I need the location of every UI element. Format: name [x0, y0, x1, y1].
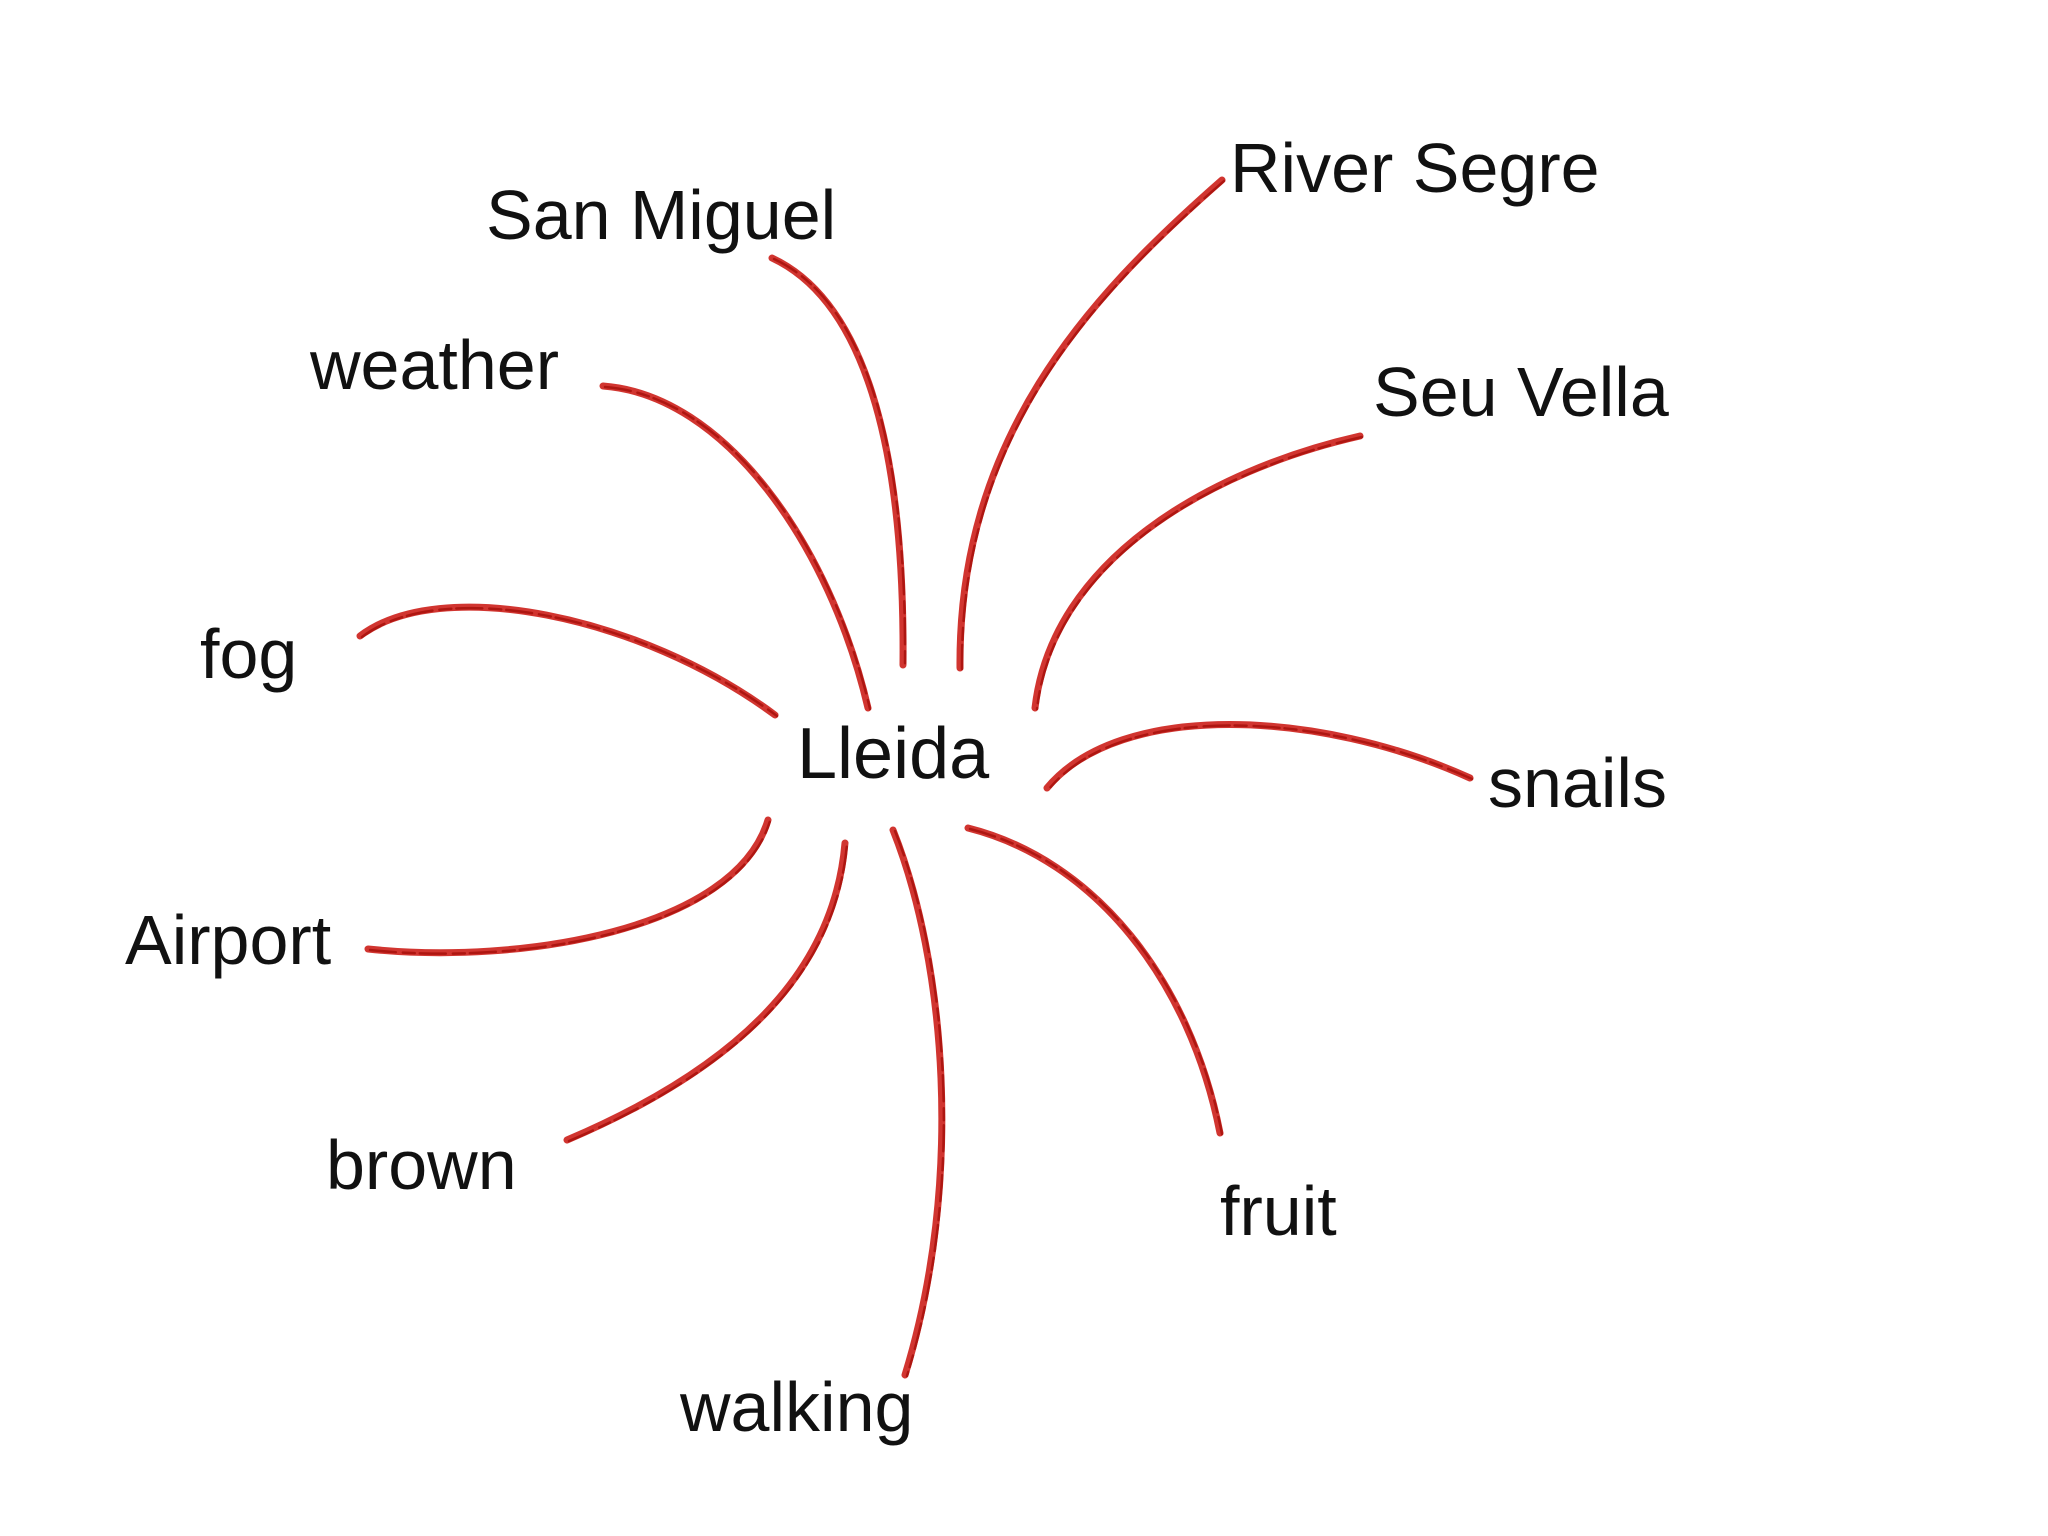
branch-line-walking [889, 826, 946, 1379]
branch-label-snails: snails [1488, 744, 1667, 822]
branch-line-texture-fruit [968, 827, 1224, 1136]
branch-line-river-segre [956, 176, 1226, 672]
branch-label-walking: walking [680, 1368, 914, 1446]
branch-line-texture-fog [360, 606, 779, 718]
branch-label-weather: weather [310, 326, 560, 404]
branch-label-san-miguel: San Miguel [486, 176, 837, 254]
branch-label-fruit: fruit [1220, 1172, 1337, 1250]
branch-line-texture-weather [603, 385, 872, 711]
branch-label-seu-vella: Seu Vella [1373, 353, 1669, 431]
branch-label-airport: Airport [125, 901, 332, 979]
branch-line-texture-snails [1047, 724, 1474, 791]
branch-label-fog: fog [200, 615, 298, 693]
branch-line-texture-seu-vella [1035, 435, 1364, 711]
branch-line-snails [1043, 721, 1474, 792]
branch-line-texture-airport [368, 819, 772, 955]
center-label: Lleida [797, 714, 990, 794]
branch-line-seu-vella [1031, 432, 1364, 712]
branch-line-fruit [964, 824, 1224, 1137]
branch-line-texture-river-segre [960, 179, 1226, 671]
branch-line-texture-san-miguel [772, 257, 907, 668]
branch-line-brown [563, 839, 849, 1144]
branch-line-weather [599, 382, 872, 712]
branch-label-river-segre: River Segre [1230, 129, 1600, 207]
branch-line-airport [364, 816, 772, 957]
branch-line-texture-walking [893, 829, 946, 1378]
branch-label-brown: brown [326, 1126, 517, 1204]
branch-line-fog [356, 603, 779, 719]
